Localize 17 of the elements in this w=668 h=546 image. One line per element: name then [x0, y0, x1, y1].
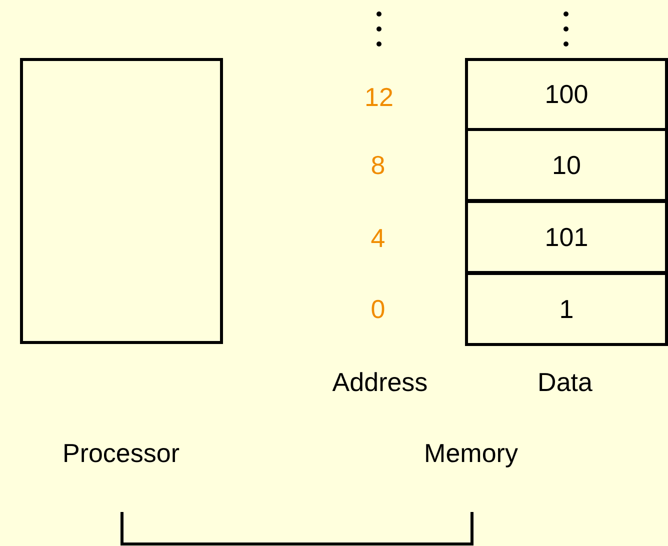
- component-label: Memory: [424, 438, 518, 468]
- column-heading: Data: [538, 367, 592, 397]
- cell-value: 100: [544, 79, 588, 110]
- memory-cell: [465, 272, 668, 346]
- memory-cell: [465, 58, 668, 131]
- memory-cell: [465, 200, 668, 274]
- address-number: 12: [364, 82, 394, 112]
- memory-cell: [465, 128, 668, 202]
- column-heading: Address: [332, 367, 428, 397]
- address-number: 0: [370, 294, 386, 324]
- cell-value: 1: [559, 294, 574, 324]
- address-number: 8: [370, 150, 386, 180]
- processor-box: [20, 58, 223, 344]
- cell-value: 10: [552, 150, 581, 180]
- address-number: 4: [370, 223, 386, 253]
- cell-value: 101: [544, 222, 588, 252]
- component-label: Processor: [62, 438, 180, 468]
